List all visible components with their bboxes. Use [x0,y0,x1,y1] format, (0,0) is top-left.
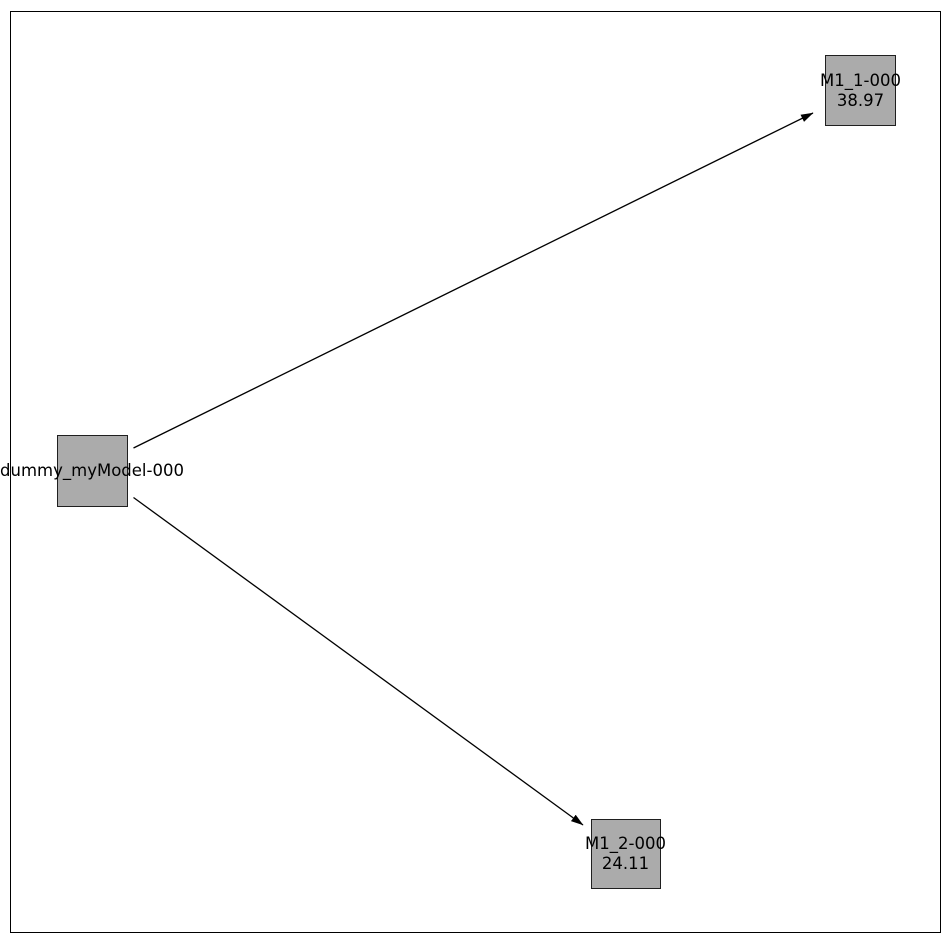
node-name-text: dummy_myModel-000 [0,461,184,480]
node-m1-2-label: M1_2-000 24.11 [585,834,666,874]
node-m1-2-000 [591,819,661,889]
node-value-text: 38.97 [836,90,885,110]
node-dummy-label: dummy_myModel-000 [0,461,184,481]
node-m1-1-label: M1_1-000 38.97 [820,71,901,111]
edge-dummy-to-m1-2 [133,496,584,826]
node-m1-1-000 [825,55,896,126]
node-value-text: 24.11 [601,854,650,873]
plot-frame [10,11,941,933]
node-dummy-mymodel-000 [57,435,128,507]
node-name-text: M1_2-000 [585,834,666,853]
edge-dummy-to-m1-1 [133,112,814,449]
node-name-text: M1_1-000 [820,70,901,90]
